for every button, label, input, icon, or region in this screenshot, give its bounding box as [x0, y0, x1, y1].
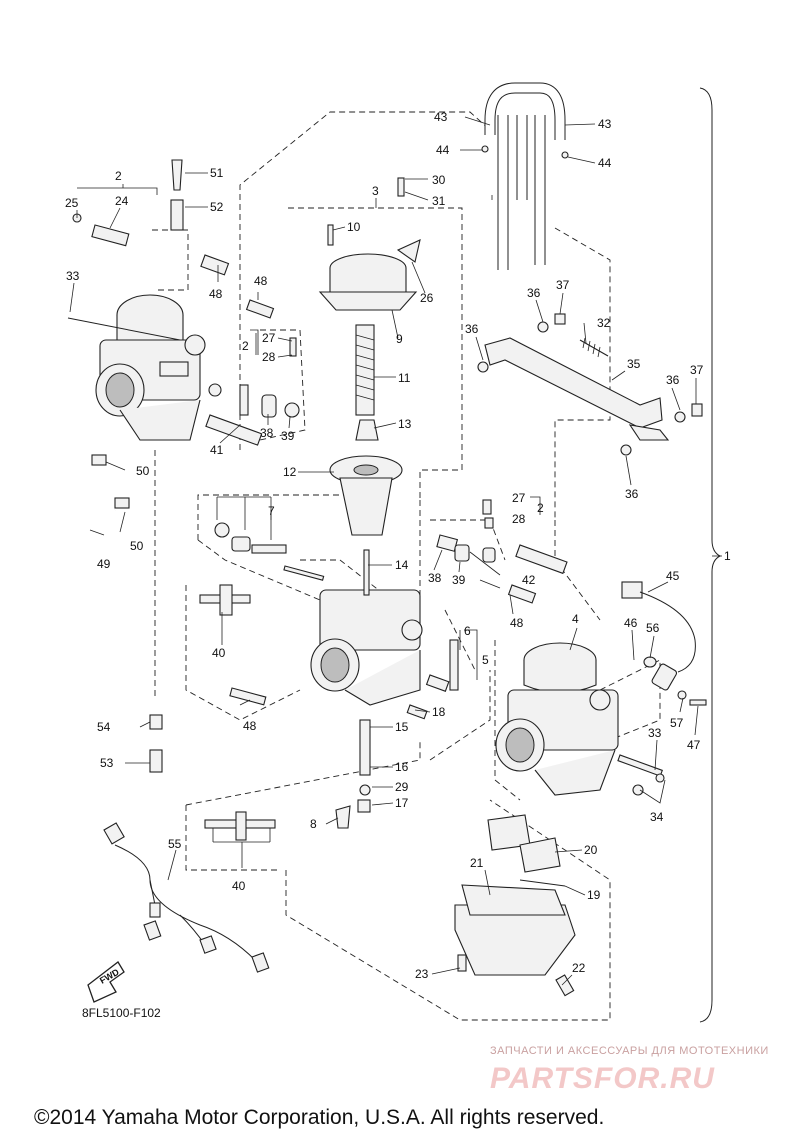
callout-36: 36	[527, 286, 541, 300]
callout-22: 22	[572, 961, 586, 975]
callout-1: 1	[724, 549, 731, 563]
watermark-subtitle: ЗАПЧАСТИ И АКСЕССУАРЫ ДЛЯ МОТОТЕХНИКИ	[490, 1045, 769, 1057]
callout-21: 21	[470, 856, 484, 870]
leader-lines	[69, 116, 722, 986]
callout-50: 50	[130, 539, 144, 553]
callout-57: 57	[670, 716, 684, 730]
callout-14: 14	[395, 558, 409, 572]
callout-38: 38	[260, 426, 274, 440]
callout-30: 30	[432, 173, 446, 187]
callout-46: 46	[624, 616, 638, 630]
callout-38: 38	[428, 571, 442, 585]
fwd-arrow-icon: FWD	[87, 961, 125, 1003]
callout-29: 29	[395, 780, 409, 794]
callout-40: 40	[212, 646, 226, 660]
callout-53: 53	[100, 756, 114, 770]
drain-hose-left	[65, 454, 130, 536]
callout-5: 5	[482, 653, 489, 667]
callout-19: 19	[587, 888, 601, 902]
callout-25: 25	[65, 196, 79, 210]
carburetor-center	[310, 549, 459, 829]
callout-42: 42	[522, 573, 536, 587]
callout-23: 23	[415, 967, 429, 981]
callout-3: 3	[372, 184, 379, 198]
callout-4: 4	[572, 612, 579, 626]
callout-6: 6	[464, 624, 471, 638]
callout-37: 37	[690, 363, 704, 377]
callout-33: 33	[66, 269, 80, 283]
wire-harness	[103, 714, 270, 973]
callout-13: 13	[398, 417, 412, 431]
callout-labels: 1 2 2 2 3 4 5 6 7 8 9 10 11 12 13 14 15 …	[65, 110, 731, 981]
callout-34: 34	[650, 810, 664, 824]
callout-40: 40	[232, 879, 246, 893]
callout-43: 43	[434, 110, 448, 124]
vent-hoses	[481, 82, 569, 270]
callout-32: 32	[597, 316, 611, 330]
copyright-notice: ©2014 Yamaha Motor Corporation, U.S.A. A…	[34, 1106, 604, 1129]
watermark-logo: PARTSFOR.RU	[490, 1062, 715, 1095]
callout-26: 26	[420, 291, 434, 305]
callout-44: 44	[598, 156, 612, 170]
callout-48: 48	[209, 287, 223, 301]
callout-48: 48	[254, 274, 268, 288]
callout-18: 18	[432, 705, 446, 719]
callout-35: 35	[627, 357, 641, 371]
throttle-position-sensor	[621, 581, 707, 706]
callout-54: 54	[97, 720, 111, 734]
callout-10: 10	[347, 220, 361, 234]
callout-52: 52	[210, 200, 224, 214]
callout-27: 27	[262, 331, 276, 345]
callout-36: 36	[465, 322, 479, 336]
callout-11: 11	[398, 371, 411, 385]
callout-39: 39	[452, 573, 466, 587]
callout-33: 33	[648, 726, 662, 740]
callout-55: 55	[168, 837, 182, 851]
callout-28: 28	[262, 350, 276, 364]
callout-48: 48	[510, 616, 524, 630]
carburetor-left	[67, 294, 263, 446]
diaphragm-stack-center	[318, 177, 421, 536]
callout-2: 2	[115, 169, 122, 183]
callout-9: 9	[396, 332, 403, 346]
callout-8: 8	[310, 817, 317, 831]
callout-45: 45	[666, 569, 680, 583]
callout-47: 47	[687, 738, 701, 752]
callout-31: 31	[432, 194, 446, 208]
callout-36: 36	[625, 487, 639, 501]
callout-16: 16	[395, 760, 409, 774]
float-bowl-assembly	[454, 814, 576, 997]
link-lever-assembly	[477, 313, 703, 456]
callout-51: 51	[210, 166, 224, 180]
carburetor-right	[495, 642, 665, 796]
watermark: ЗАПЧАСТИ И АКСЕССУАРЫ ДЛЯ МОТОТЕХНИКИ PA…	[490, 1045, 769, 1095]
callout-49: 49	[97, 557, 111, 571]
callout-37: 37	[556, 278, 570, 292]
throttle-bracket-left	[72, 159, 300, 418]
callout-7: 7	[268, 504, 275, 518]
callout-48: 48	[243, 719, 257, 733]
callout-28: 28	[512, 512, 526, 526]
callout-39: 39	[281, 429, 295, 443]
callout-41: 41	[210, 443, 224, 457]
diagram-code: 8FL5100-F102	[82, 1006, 161, 1020]
callout-2: 2	[242, 339, 249, 353]
callout-24: 24	[115, 194, 129, 208]
callout-50: 50	[136, 464, 150, 478]
main-bracket	[699, 87, 722, 1023]
callout-17: 17	[395, 796, 409, 810]
callout-20: 20	[584, 843, 598, 857]
callout-12: 12	[283, 465, 297, 479]
fuel-joint-pipes	[199, 584, 276, 841]
callout-43: 43	[598, 117, 612, 131]
callout-15: 15	[395, 720, 409, 734]
callout-36: 36	[666, 373, 680, 387]
jet-components	[214, 499, 568, 604]
callout-56: 56	[646, 621, 660, 635]
callout-44: 44	[436, 143, 450, 157]
callout-27: 27	[512, 491, 526, 505]
callout-2: 2	[537, 501, 544, 515]
